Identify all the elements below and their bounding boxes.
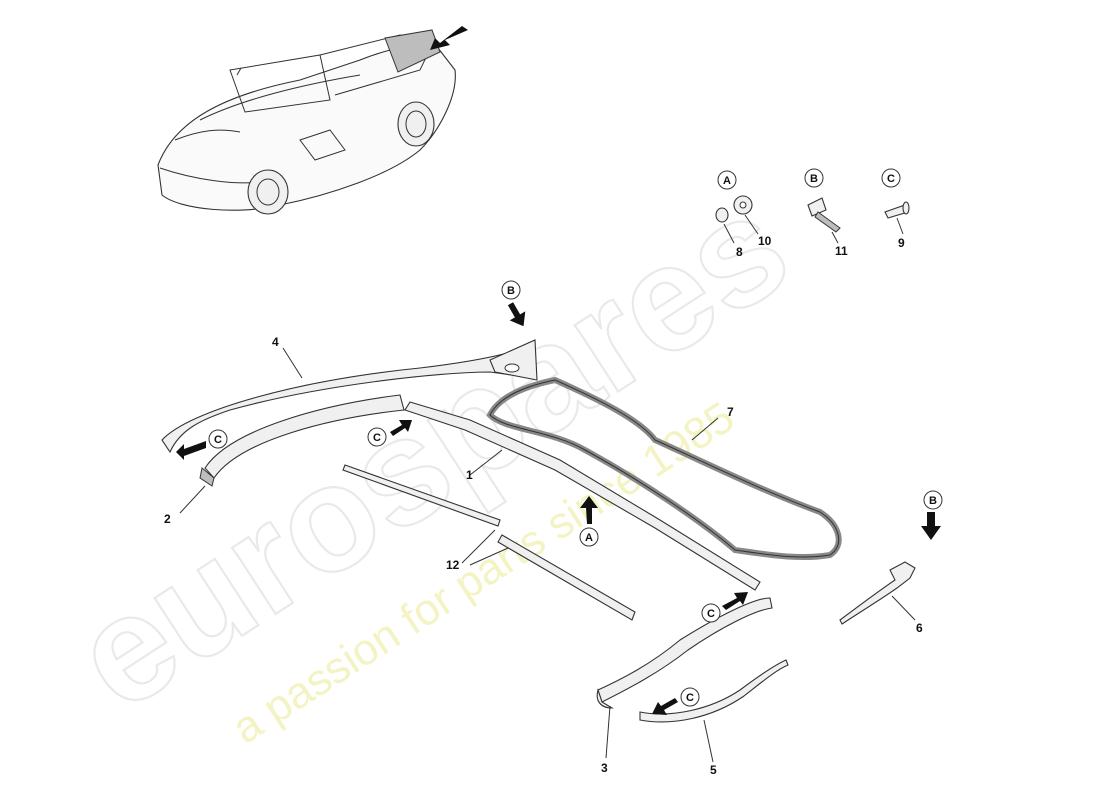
svg-text:C: C <box>373 432 381 444</box>
part-number-7: 7 <box>727 405 734 419</box>
part-2-seal: 2 <box>164 394 405 526</box>
part-number-8: 8 <box>736 245 743 259</box>
svg-text:A: A <box>585 532 593 544</box>
part-3-strip: 3 C <box>596 592 773 775</box>
arrow-icon <box>507 302 526 327</box>
callout-b-right: B <box>923 490 943 510</box>
part-number-11: 11 <box>835 244 848 258</box>
callout-a-lower: A <box>579 527 599 547</box>
arrow-icon <box>921 512 941 540</box>
callout-c-left: C <box>208 429 228 449</box>
car-overview-illustration <box>157 26 468 215</box>
callout-b-upper: B <box>501 280 521 300</box>
arrow-icon <box>390 420 412 436</box>
highlighted-rear-seal <box>384 29 441 73</box>
callout-c: C <box>881 168 901 188</box>
part-number-10: 10 <box>758 234 772 248</box>
nut-icon <box>715 207 729 223</box>
callout-c-right: C <box>701 603 721 623</box>
part-number-6: 6 <box>916 621 923 635</box>
car-arrow-icon <box>430 26 468 50</box>
rear-wheel <box>397 101 435 147</box>
part-6-bracket: 6 B <box>839 490 943 635</box>
svg-text:B: B <box>929 495 937 507</box>
part-12-strips: 12 <box>342 464 636 621</box>
watermark: eurospares a passion for parts since 198… <box>45 159 817 753</box>
fastener-group: A 8 10 B 11 C 9 <box>715 168 910 259</box>
arrow-icon <box>176 441 206 460</box>
svg-text:C: C <box>887 173 895 185</box>
part-number-5: 5 <box>710 763 717 777</box>
part-4-trim: 4 B C <box>161 280 538 460</box>
part-5-strip: 5 C <box>639 659 789 777</box>
svg-text:B: B <box>507 285 515 297</box>
part-7-seal-loop: 7 A <box>486 376 842 561</box>
svg-text:A: A <box>723 175 731 187</box>
part-number-2: 2 <box>164 512 171 526</box>
arrow-icon <box>652 698 678 715</box>
svg-text:C: C <box>707 608 715 620</box>
part-number-1: 1 <box>466 468 473 482</box>
part-1-strip: 1 C <box>367 401 761 591</box>
callout-b: B <box>804 168 824 188</box>
part-number-3: 3 <box>601 761 608 775</box>
push-clip-icon <box>807 197 827 217</box>
callout-a: A <box>717 170 737 190</box>
svg-text:B: B <box>810 173 818 185</box>
svg-text:C: C <box>214 434 222 446</box>
svg-text:C: C <box>686 692 694 704</box>
callout-c-mid: C <box>367 427 387 447</box>
part-number-4: 4 <box>272 335 279 349</box>
callout-c-bottom: C <box>680 687 700 707</box>
front-wheel <box>247 169 289 215</box>
part-number-12: 12 <box>446 558 460 572</box>
part-number-9: 9 <box>898 236 905 250</box>
arrow-icon <box>580 496 598 524</box>
arrow-icon <box>722 592 748 610</box>
